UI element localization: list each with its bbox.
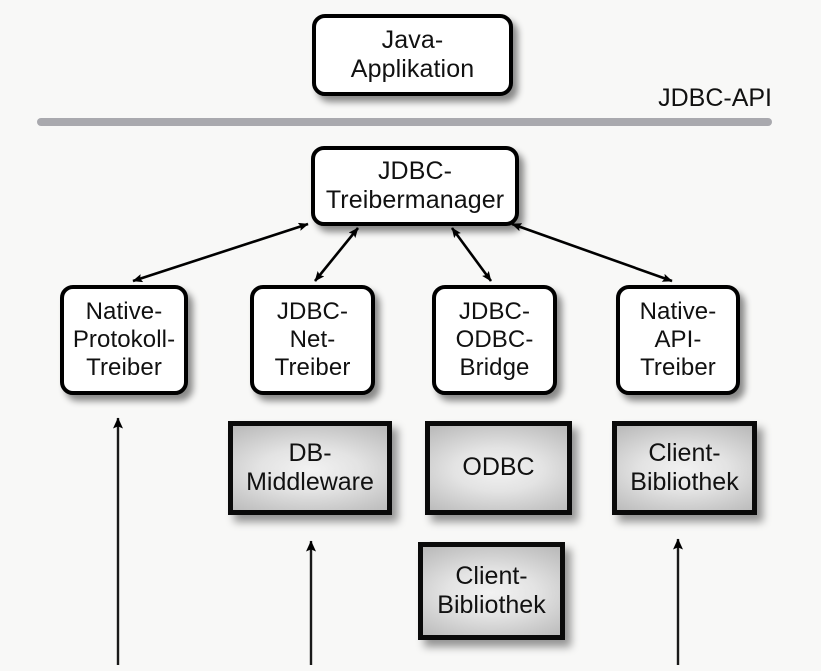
- node-java-application-label: Java- Applikation: [350, 25, 475, 84]
- edge-drivermanager-native-api: [511, 222, 673, 283]
- node-client-library-center[interactable]: Client- Bibliothek: [418, 542, 565, 640]
- jdbc-api-label: JDBC-API: [658, 84, 772, 112]
- node-native-protocol-driver-label: Native- Protokoll- Treiber: [72, 297, 176, 382]
- node-db-middleware[interactable]: DB- Middleware: [228, 421, 392, 515]
- node-client-library-center-label: Client- Bibliothek: [437, 561, 546, 620]
- node-native-api-driver[interactable]: Native- API- Treiber: [616, 285, 740, 395]
- node-native-api-driver-label: Native- API- Treiber: [639, 297, 717, 382]
- node-client-library-right-label: Client- Bibliothek: [630, 438, 739, 497]
- node-jdbc-net-driver-label: JDBC- Net- Treiber: [274, 297, 351, 382]
- node-db-middleware-label: DB- Middleware: [246, 438, 374, 497]
- node-client-library-right[interactable]: Client- Bibliothek: [612, 421, 757, 515]
- node-odbc[interactable]: ODBC: [425, 421, 572, 515]
- node-jdbc-drivermanager-label: JDBC- Treibermanager: [325, 156, 505, 215]
- node-java-application[interactable]: Java- Applikation: [312, 14, 513, 96]
- edge-drivermanager-jdbc-net: [313, 227, 360, 282]
- node-odbc-label: ODBC: [462, 453, 535, 482]
- node-jdbc-odbc-bridge-label: JDBC- ODBC- Bridge: [455, 297, 534, 382]
- node-jdbc-net-driver[interactable]: JDBC- Net- Treiber: [250, 285, 375, 395]
- node-jdbc-odbc-bridge[interactable]: JDBC- ODBC- Bridge: [432, 285, 557, 395]
- node-jdbc-drivermanager[interactable]: JDBC- Treibermanager: [311, 146, 519, 226]
- node-native-protocol-driver[interactable]: Native- Protokoll- Treiber: [60, 285, 188, 395]
- edge-drivermanager-native-protocol: [132, 222, 309, 283]
- edge-drivermanager-jdbc-odbc: [450, 227, 493, 282]
- jdbc-api-separator-bar: [37, 118, 772, 126]
